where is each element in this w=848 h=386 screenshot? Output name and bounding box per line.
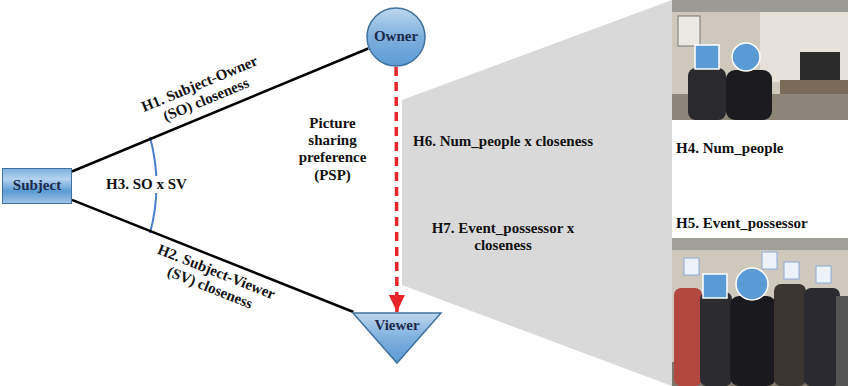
photo-ceiling xyxy=(672,0,848,12)
photo-person xyxy=(726,70,772,120)
photo-desk xyxy=(780,80,848,94)
face-circle xyxy=(736,268,768,300)
hypothesis-label: H3. SO x SV xyxy=(103,176,190,193)
subject-box: Subject xyxy=(2,168,72,204)
photo-wall xyxy=(760,12,848,82)
triangle-outline xyxy=(353,313,441,363)
face-circle xyxy=(732,43,760,71)
photo-ceiling xyxy=(672,238,848,250)
viewer-triangle: Viewer xyxy=(352,312,442,364)
photo-top xyxy=(672,0,848,120)
edge-label: H2. Subject-Viewer (SV) closeness xyxy=(137,236,289,324)
photo-person xyxy=(774,284,806,386)
zoom-region xyxy=(402,0,672,386)
photo-person xyxy=(836,296,848,386)
hypothesis-label: H5. Event_possessor xyxy=(676,215,808,232)
photo-board xyxy=(678,16,700,46)
hypothesis-label: H7. Event_possessor x closeness xyxy=(408,220,598,255)
photo-person xyxy=(730,296,776,386)
node-label: Subject xyxy=(13,177,61,194)
hypothesis-label: H6. Num_people x closeness xyxy=(408,133,598,150)
photo-monitor xyxy=(800,52,840,80)
photo-person xyxy=(674,288,702,386)
edge-label: Picture sharing preference (PSP) xyxy=(285,115,381,184)
node-label: Owner xyxy=(374,28,418,45)
photo-ground xyxy=(672,238,848,386)
owner-circle: Owner xyxy=(366,7,426,67)
photo-bottom xyxy=(672,238,848,386)
photo-ground xyxy=(672,0,848,120)
edge-label: H1. Subject-Owner (SO) closeness xyxy=(127,48,279,137)
circle-outline xyxy=(367,8,425,66)
photo-person xyxy=(688,68,726,120)
face-square xyxy=(695,45,719,69)
face-icon xyxy=(762,252,777,269)
face-icon xyxy=(816,266,831,283)
photo-person xyxy=(700,292,732,386)
photo-person xyxy=(804,288,840,386)
node-label: Viewer xyxy=(374,317,419,334)
face-icon xyxy=(784,262,799,279)
hypothesis-label: H4. Num_people xyxy=(676,140,784,157)
connector xyxy=(394,67,398,312)
face-square xyxy=(703,274,727,298)
face-icon xyxy=(684,258,699,275)
